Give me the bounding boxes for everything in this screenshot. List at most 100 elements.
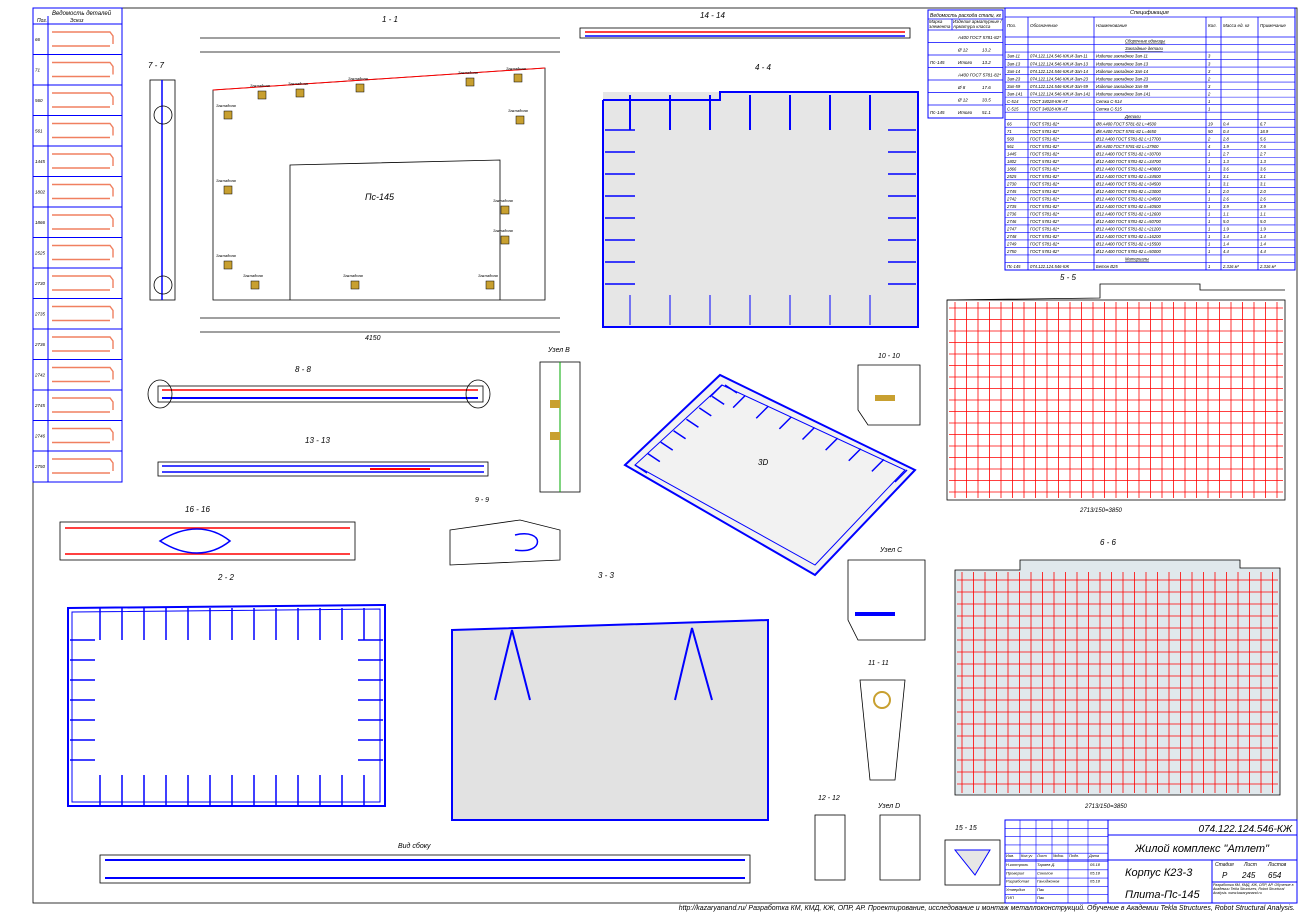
spec-cell: ГОСТ 5781-82* <box>1030 197 1059 202</box>
section-10-10-title: 10 - 10 <box>878 353 900 360</box>
spec-cell: ГОСТ 5781-82* <box>1030 166 1059 171</box>
spec-cell: Изделие закладное Зап-11 <box>1096 54 1148 59</box>
section-3-3: 3 - 3 <box>451 571 769 821</box>
spec-cell: 3 <box>1208 84 1211 89</box>
steel-cell: 51.1 <box>982 110 991 115</box>
section-4-4: 4 - 4 <box>602 63 919 328</box>
spec-cell: Ø8 A400 ГОСТ 5781-82 L=4650 <box>1095 129 1157 134</box>
spec-cell: 2747 <box>1006 227 1017 232</box>
spec-cell: 1 <box>1208 159 1210 164</box>
section-6-6-title: 6 - 6 <box>1100 538 1117 547</box>
spec-cell: ГОСТ 5781-82* <box>1030 242 1059 247</box>
rebar <box>801 426 816 441</box>
spec-cell: Ø12 A400 ГОСТ 5781-82 L=23000 <box>1095 189 1161 194</box>
spec-cell: Ø12 A400 ГОСТ 5781-82 L=34500 <box>1095 174 1161 179</box>
bar-sketch <box>52 92 114 108</box>
spec-cell: 50 <box>1208 129 1213 134</box>
embed-part <box>465 77 475 87</box>
spec-cell: 1 <box>1208 182 1210 187</box>
sheets-label: Листов <box>1267 862 1287 868</box>
spec-cell: 074.122.124.546-КЖ.И-Зап-11 <box>1030 54 1088 59</box>
spec-cell: 2525 <box>1006 174 1017 179</box>
spec-cell: 5.0 <box>1260 219 1266 224</box>
bending-pos: 66 <box>35 37 41 42</box>
section-16-16-title: 16 - 16 <box>185 505 210 514</box>
spec-cell: 1 <box>1208 151 1210 156</box>
spec-cell: 7.6 <box>1260 144 1266 149</box>
spec-cell: ГОСТ 5781-82* <box>1030 204 1059 209</box>
spec-cell: Ø12 A400 ГОСТ 5781-82 L=17700 <box>1095 136 1161 141</box>
spec-cell: 1 <box>1208 227 1210 232</box>
spec-cell: 19 <box>1208 121 1213 126</box>
section-15-15: 15 - 15 <box>944 825 1001 886</box>
embed-label: Закладная <box>493 198 514 203</box>
section-12-12-title: 12 - 12 <box>818 795 840 802</box>
spec-cell: 1 <box>1208 219 1210 224</box>
bar-sketch <box>52 427 114 444</box>
bending-pos: 2750 <box>34 464 46 469</box>
bending-pos: 2735 <box>34 312 46 317</box>
embed-part <box>500 235 510 245</box>
spec-cell: 1.9 <box>1260 227 1266 232</box>
spec-cell: ГОСТ 5781-82* <box>1030 144 1059 149</box>
spec-cell: 0.4 <box>1223 129 1229 134</box>
node-d: Узел D <box>877 803 921 881</box>
spec-cell: 5.6 <box>1260 136 1266 141</box>
rebar <box>778 416 792 430</box>
section-12-12: 12 - 12 <box>814 795 846 881</box>
bar-sketch <box>52 31 114 47</box>
spec-cell: 5.0 <box>1223 219 1229 224</box>
section-8-8-title: 8 - 8 <box>295 365 312 374</box>
spec-cell: Ø12 A400 ГОСТ 5781-82 L=30700 <box>1095 151 1161 156</box>
section-1-1-title: 1 - 1 <box>382 15 398 24</box>
spec-cell: 2742 <box>1006 197 1017 202</box>
embed-part <box>223 260 233 270</box>
spec-cell: ГОСТ 5781-82* <box>1030 249 1059 254</box>
bending-header-pos: Поз. <box>37 18 47 24</box>
section-13-13: 13 - 13 <box>157 436 489 477</box>
bar-sketch <box>52 214 114 230</box>
spec-cell: 1 <box>1208 174 1210 179</box>
spec-cell: 561 <box>1007 144 1014 149</box>
rebar <box>871 458 885 472</box>
spec-cell: 1445 <box>1007 151 1017 156</box>
signer-name: Тараев Д. <box>1037 862 1055 867</box>
embed-part <box>223 185 233 195</box>
bending-pos: 1802 <box>35 190 46 195</box>
sheet-value: 245 <box>1241 871 1256 880</box>
spec-cell: Ø12 A400 ГОСТ 5781-82 L=21200 <box>1095 227 1161 232</box>
spec-cell: 3.6 <box>1260 166 1266 171</box>
spec-cell: 1.4 <box>1223 242 1229 247</box>
spec-cell: Ø12 A400 ГОСТ 5781-82 L=24500 <box>1095 197 1161 202</box>
section-7-7-title: 7 - 7 <box>148 61 165 70</box>
section-11-11-title: 11 - 11 <box>868 660 889 667</box>
spec-cell: Ø12 A400 ГОСТ 5781-82 L=16200 <box>1095 234 1161 239</box>
spec-cell: 2.316 м³ <box>1222 264 1240 269</box>
spec-cell: 4 <box>1208 144 1211 149</box>
section-14-14: 14 - 14 <box>579 11 911 39</box>
spec-cell: ГОСТ 5781-82* <box>1030 189 1059 194</box>
embed-part <box>485 280 495 290</box>
node-c-title: Узел C <box>879 547 903 554</box>
sheet-name: Плита-Пс-145 <box>1125 889 1200 901</box>
spec-cell: ГОСТ 5781-82* <box>1030 121 1059 126</box>
bending-pos: 2525 <box>34 251 46 256</box>
section-7-7: 7 - 7 <box>148 61 176 301</box>
spec-cell: Ø12 A400 ГОСТ 5781-82 L=12600 <box>1095 212 1161 217</box>
spec-cell: ГОСТ 5781-82* <box>1030 136 1059 141</box>
footer-text: http://kazaryanand.ru/ Разработка КМ, КМ… <box>679 904 1295 912</box>
spec-cell: 1.1 <box>1223 212 1229 217</box>
steel-cell: Ø 12 <box>957 48 968 53</box>
bending-pos: 2742 <box>34 373 46 378</box>
spec-cell: 2.6 <box>1259 197 1266 202</box>
embed-part <box>350 280 360 290</box>
rebar <box>634 464 648 474</box>
section-2-2: 2 - 2 <box>67 573 386 807</box>
spec-title: Спецификация <box>1130 10 1169 16</box>
signer-role: ГИП <box>1006 895 1014 900</box>
bending-table-title: Ведомость деталей <box>52 10 112 17</box>
spec-cell: Ø8 A400 ГОСТ 5781-82 L=4500 <box>1095 121 1157 126</box>
steel-table-title: Ведомость расхода стали, кг <box>930 13 1002 19</box>
embed-label: Закладная <box>216 178 237 183</box>
